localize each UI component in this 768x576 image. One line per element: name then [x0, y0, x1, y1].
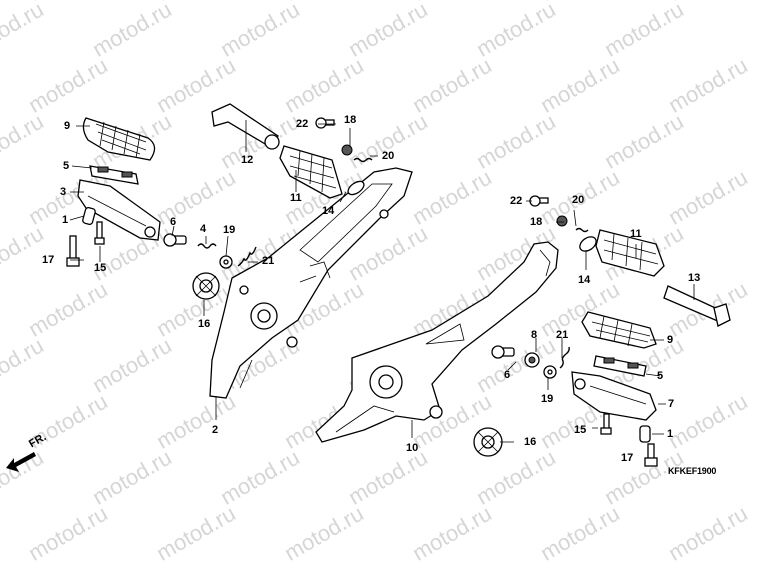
leader-lines: [69, 120, 695, 459]
spring-20-right: [575, 227, 589, 233]
footpeg-body-7-right: [571, 371, 657, 421]
callout-14-left: 14: [322, 205, 335, 217]
callout-12: 12: [241, 154, 254, 166]
footpeg-rubber-left: [82, 117, 156, 161]
callout-5-left: 5: [63, 160, 70, 172]
ratchet-16-left: [192, 272, 220, 300]
spring-4: [197, 243, 217, 249]
front-direction-arrow: [6, 452, 36, 472]
callout-18-left: 18: [344, 114, 357, 126]
footpeg-body-left: [77, 179, 161, 241]
callout-22-left: 22: [296, 118, 309, 130]
callout-3: 3: [60, 186, 67, 198]
bolt-15-right: [600, 413, 612, 435]
bolt-22-right: [529, 195, 549, 207]
bolt-17-right: [644, 443, 658, 467]
spring-8: [524, 352, 540, 368]
footpeg-rubber-11-right: [595, 229, 665, 277]
callout-20-left: 20: [382, 150, 395, 162]
ratchet-16-right: [473, 427, 503, 457]
washer-14-right: [579, 236, 597, 252]
callout-16-left: 16: [198, 318, 211, 330]
bracket-10-right: [315, 241, 559, 443]
callout-16-right: 16: [524, 436, 537, 448]
callout-17-left: 17: [42, 254, 55, 266]
callout-1-right: 1: [667, 428, 674, 440]
pin-6-left: [163, 233, 187, 247]
pivot-pin-left: [82, 207, 96, 225]
bolt-22-left: [315, 117, 335, 129]
nut-18-right: [556, 215, 568, 227]
footpeg-plate-5-right: [593, 355, 647, 377]
bolt-15-left: [94, 221, 105, 245]
footpeg-rubber-11-left: [279, 145, 343, 199]
callout-5-right: 5: [657, 370, 664, 382]
spring-21-right: [559, 346, 570, 369]
lever-13: [663, 285, 731, 327]
washer-19-right: [543, 365, 557, 379]
callout-9-left: 9: [64, 120, 71, 132]
spring-20-left: [353, 157, 373, 163]
washer-19-left: [219, 255, 233, 269]
callout-15-right: 15: [574, 424, 587, 436]
washer-14-left: [347, 180, 365, 196]
lever-12: [211, 103, 280, 150]
callout-21-left: 21: [262, 255, 275, 267]
callout-15-left: 15: [94, 262, 107, 274]
callout-19-right: 19: [541, 393, 554, 405]
callout-6-right: 6: [504, 369, 511, 381]
callout-9-right: 9: [667, 334, 674, 346]
callout-11-right: 11: [630, 228, 642, 240]
footpeg-plate-left: [89, 165, 139, 185]
callout-7: 7: [668, 398, 675, 410]
callout-8: 8: [531, 329, 538, 341]
callout-2: 2: [212, 424, 219, 436]
spring-21-left: [237, 246, 257, 267]
callout-17-right: 17: [621, 452, 634, 464]
callout-19-left: 19: [223, 224, 236, 236]
callout-22-right: 22: [510, 195, 523, 207]
nut-18-left: [341, 144, 353, 156]
footpeg-rubber-9-right: [581, 311, 657, 349]
pin-6-right: [491, 345, 515, 359]
callout-13: 13: [688, 272, 701, 284]
bolt-17-left: [66, 235, 80, 267]
callout-21-right: 21: [556, 329, 569, 341]
callout-11-left: 11: [290, 192, 302, 204]
diagram-code: KFKEF1900: [668, 466, 717, 476]
callout-18-right: 18: [530, 216, 543, 228]
callout-6-left: 6: [170, 216, 177, 228]
callout-10: 10: [406, 442, 419, 454]
callout-1-left: 1: [62, 214, 69, 226]
callout-20-right: 20: [572, 194, 585, 206]
pivot-pin-1-right: [639, 425, 651, 443]
bracket-2-left: [209, 167, 413, 399]
callout-4: 4: [200, 223, 207, 235]
callout-14-right: 14: [578, 274, 591, 286]
